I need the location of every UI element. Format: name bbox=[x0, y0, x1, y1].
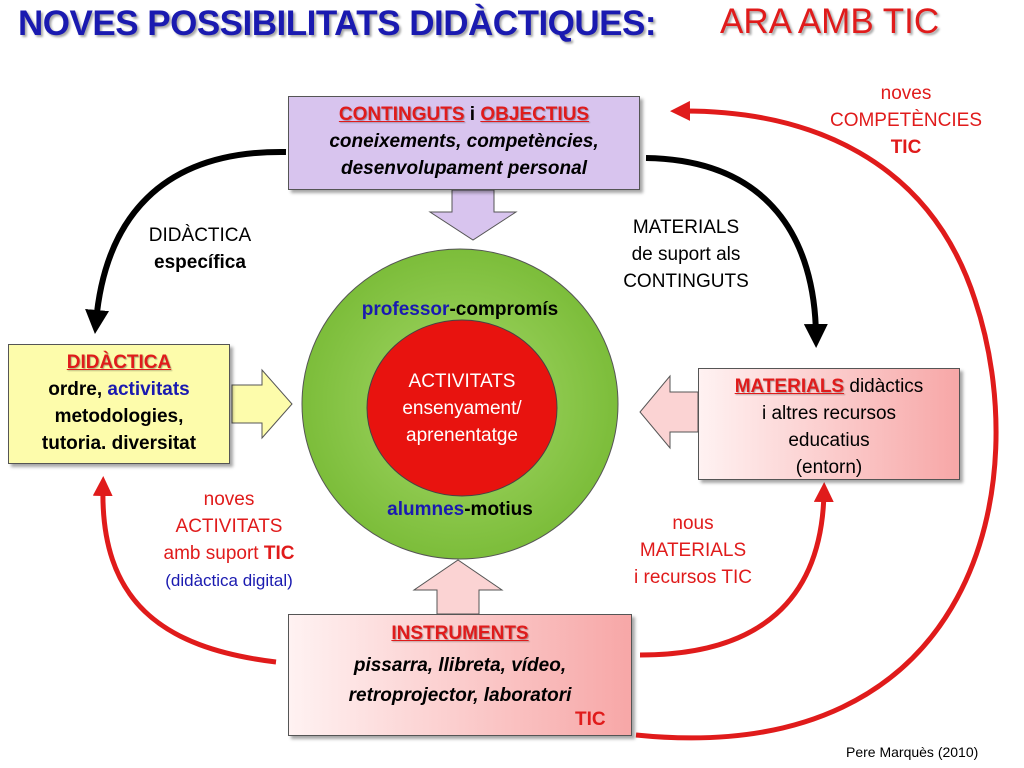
arrow-instruments-to-didactics bbox=[92, 476, 277, 665]
contents-objectives-box: CONTINGUTS i OBJECTIUS coneixements, com… bbox=[288, 96, 640, 190]
students-rest: -motius bbox=[464, 499, 533, 520]
arrow-contents-to-materials bbox=[645, 155, 828, 348]
new-materials-line-1: nous bbox=[672, 513, 714, 534]
page-title: NOVES POSSIBILITATS DIDÀCTIQUES: bbox=[18, 4, 657, 43]
new-activities-line-3b: TIC bbox=[263, 543, 295, 564]
arrow-instruments-to-materials bbox=[639, 482, 834, 658]
new-competencies-label: noves COMPETÈNCIES TIC bbox=[806, 80, 1006, 161]
didactics-line-2: metodologies, bbox=[54, 406, 184, 427]
support-materials-line-3: CONTINGUTS bbox=[623, 271, 749, 292]
inner-circle bbox=[366, 319, 558, 497]
students-label: alumnes-motius bbox=[320, 496, 600, 523]
new-activities-line-4: (didàctica digital) bbox=[165, 571, 293, 590]
contents-line-1: coneixements, competències, bbox=[329, 131, 599, 152]
block-arrow-down bbox=[428, 189, 518, 241]
block-arrow-left bbox=[639, 374, 699, 450]
block-arrow-right bbox=[231, 368, 293, 440]
activities-line-1: ACTIVITATS bbox=[408, 371, 516, 392]
new-materials-line-3: i recursos TIC bbox=[634, 567, 752, 588]
professor-label: professor-compromís bbox=[320, 296, 600, 323]
arrow-big-loop-competencies bbox=[635, 100, 999, 741]
materials-line-3: educatius bbox=[788, 430, 870, 451]
contents-line-2: desenvolupament personal bbox=[340, 158, 587, 179]
specific-didactics-line-1: DIDÀCTICA bbox=[148, 225, 252, 246]
materials-heading-rest: didàctics bbox=[844, 376, 924, 397]
new-materials-line-2: MATERIALS bbox=[639, 540, 747, 561]
didactics-line-3: tutoria. diversitat bbox=[41, 433, 197, 454]
new-materials-label: nous MATERIALS i recursos TIC bbox=[600, 510, 786, 591]
contents-heading: CONTINGUTS bbox=[338, 104, 465, 125]
specific-didactics-label: DIDÀCTICA específica bbox=[120, 222, 280, 276]
arrow-contents-to-didactics bbox=[85, 148, 287, 334]
instruments-heading: INSTRUMENTS bbox=[391, 623, 529, 644]
support-materials-line-2: de suport als bbox=[631, 244, 741, 265]
objectives-heading: OBJECTIUS bbox=[480, 104, 590, 125]
instruments-line-2: retroprojector, laboratori bbox=[348, 685, 572, 706]
author-credit: Pere Marquès (2010) bbox=[846, 744, 979, 760]
new-activities-line-1: noves bbox=[203, 489, 255, 510]
instruments-box: INSTRUMENTS pissarra, llibreta, vídeo, r… bbox=[288, 614, 632, 736]
new-competencies-line-3: TIC bbox=[890, 137, 922, 158]
specific-didactics-line-2: específica bbox=[154, 252, 246, 273]
new-activities-line-3a: amb suport bbox=[163, 543, 264, 564]
new-activities-label: noves ACTIVITATS amb suport TIC (didàcti… bbox=[124, 486, 334, 594]
professor-rest: -compromís bbox=[449, 299, 559, 320]
professor-word: professor bbox=[361, 299, 450, 320]
connector-i: i bbox=[469, 104, 476, 125]
new-activities-line-2: ACTIVITATS bbox=[175, 516, 283, 537]
materials-box: MATERIALS didàctics i altres recursos ed… bbox=[698, 368, 960, 480]
didactics-line-1b: activitats bbox=[107, 379, 190, 400]
students-word: alumnes bbox=[387, 499, 465, 520]
activities-label: ACTIVITATS ensenyament/ aprenentatge bbox=[370, 368, 554, 449]
didactics-heading: DIDÀCTICA bbox=[66, 352, 172, 373]
activities-line-3: aprenentatge bbox=[406, 425, 518, 446]
block-arrow-up bbox=[412, 559, 504, 615]
support-materials-label: MATERIALS de suport als CONTINGUTS bbox=[598, 214, 774, 295]
materials-line-2: i altres recursos bbox=[761, 403, 897, 424]
instruments-line-1: pissarra, llibreta, vídeo, bbox=[353, 655, 567, 676]
page-subtitle: ARA AMB TIC bbox=[720, 2, 940, 41]
support-materials-line-1: MATERIALS bbox=[632, 217, 740, 238]
didactics-line-1a: ordre, bbox=[48, 379, 108, 400]
materials-heading: MATERIALS bbox=[734, 376, 845, 397]
didactics-box: DIDÀCTICA ordre, activitats metodologies… bbox=[8, 344, 230, 464]
instruments-tic: TIC bbox=[575, 709, 606, 730]
activities-line-2: ensenyament/ bbox=[402, 398, 522, 419]
new-competencies-line-1: noves bbox=[880, 83, 932, 104]
new-competencies-line-2: COMPETÈNCIES bbox=[829, 110, 983, 131]
materials-line-4: (entorn) bbox=[795, 457, 863, 478]
